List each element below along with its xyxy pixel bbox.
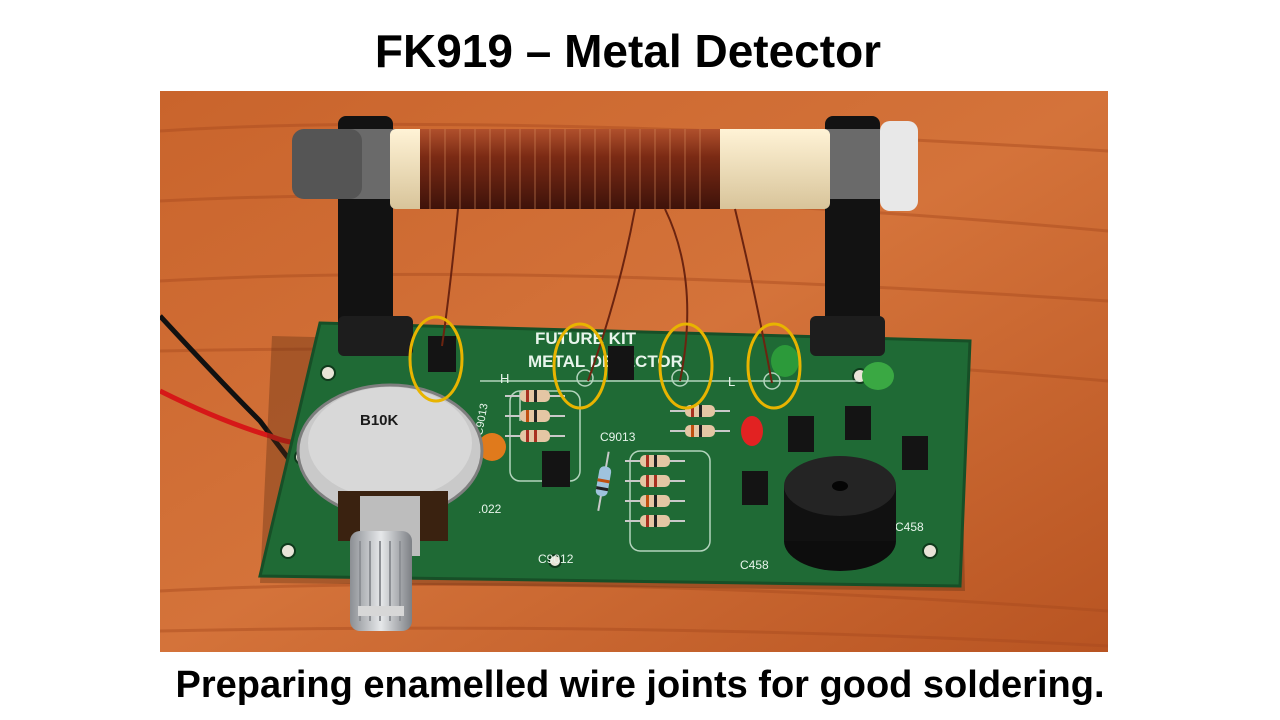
potentiometer: B10K	[296, 383, 484, 631]
circuit-board-photo: FUTURE KIT METAL DETECTOR H L C9013 C901…	[160, 91, 1108, 652]
joint-highlight-2	[552, 322, 608, 410]
buzzer	[784, 456, 896, 571]
pot-value-label: B10K	[360, 412, 399, 429]
board-brand-label: FUTURE KIT	[535, 329, 637, 348]
transistors	[428, 336, 928, 505]
joint-highlight-1	[408, 315, 464, 403]
coil-wire-leads	[441, 208, 773, 384]
resistor-array	[505, 390, 730, 527]
part-label-capacitor: .022	[478, 502, 502, 516]
joint-highlight-circles	[408, 315, 802, 410]
slide-caption: Preparing enamelled wire joints for good…	[175, 664, 1105, 706]
part-label-c9013-2: C9013	[600, 430, 636, 444]
part-label-c9012: C9012	[538, 552, 574, 566]
green-led-2	[862, 362, 894, 390]
red-led	[741, 416, 763, 446]
pad-l-label: L	[728, 374, 735, 389]
part-label-c458-2: C458	[895, 520, 924, 534]
part-label-c458-1: C458	[740, 558, 769, 572]
copper-coil	[420, 129, 720, 209]
pad-h-label: H	[500, 371, 509, 386]
joint-highlight-4	[746, 322, 802, 410]
ceramic-capacitor	[478, 433, 506, 461]
green-led-1	[771, 345, 799, 377]
joint-highlight-3	[658, 322, 714, 410]
slide-title: FK919 – Metal Detector	[374, 25, 882, 77]
